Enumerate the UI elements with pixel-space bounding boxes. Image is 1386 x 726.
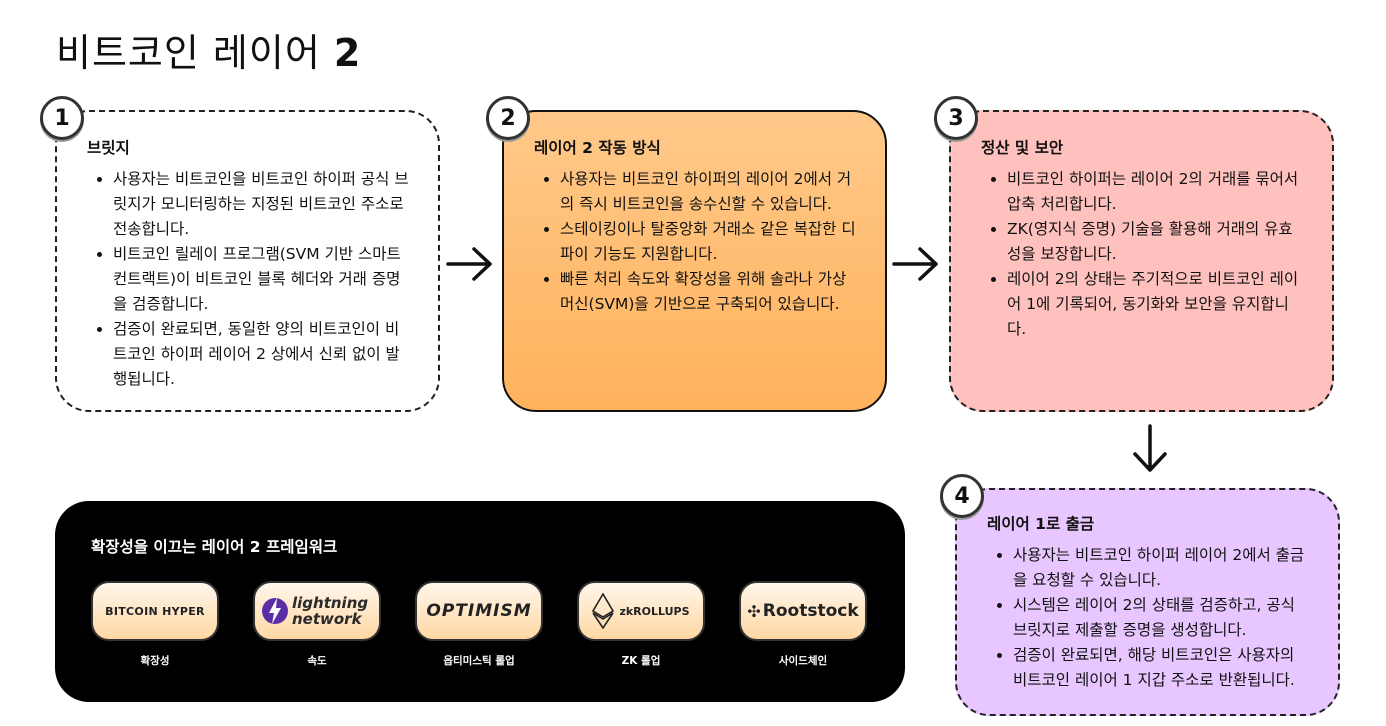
- list-item: 검증이 완료되면, 해당 비트코인은 사용자의 비트코인 레이어 1 지갑 주소…: [1013, 643, 1312, 693]
- rootstock-icon: ✣: [747, 601, 761, 621]
- list-item: 시스템은 레이어 2의 상태를 검증하고, 공식 브릿지로 제출할 증명을 생성…: [1013, 593, 1312, 643]
- frameworks-panel: 확장성을 이끄는 레이어 2 프레임워크 BITCOIN HYPER 확장성 l…: [55, 501, 905, 702]
- framework-label: 사이드체인: [778, 655, 828, 667]
- list-item: 레이어 2의 상태는 주기적으로 비트코인 레이어 1에 기록되어, 동기화와 …: [1007, 267, 1306, 342]
- step-number-badge: 3: [934, 96, 978, 140]
- list-item: 사용자는 비트코인 하이퍼 레이어 2에서 출금을 요청할 수 있습니다.: [1013, 543, 1312, 593]
- step-number-badge: 4: [940, 474, 984, 518]
- framework-label: ZK 롤업: [621, 655, 661, 667]
- lightning-network-logo: lightning network: [253, 581, 381, 641]
- optimism-logo: OPTIMISM: [415, 581, 543, 641]
- step-number-badge: 1: [40, 96, 84, 140]
- bitcoin-hyper-logo: BITCOIN HYPER: [91, 581, 219, 641]
- arrow-down-icon: [1133, 424, 1167, 472]
- step-heading: 레이어 1로 출금: [987, 515, 1095, 533]
- step-card-settlement: 정산 및 보안 비트코인 하이퍼는 레이어 2의 거래를 묶어서 압축 처리합니…: [949, 110, 1334, 412]
- page-title: 비트코인 레이어 2: [56, 31, 362, 75]
- list-item: 빠른 처리 속도와 확장성을 위해 솔라나 가상머신(SVM)을 기반으로 구축…: [560, 267, 859, 317]
- lightning-icon: [262, 598, 288, 624]
- zkrollups-logo: zkROLLUPS: [577, 581, 705, 641]
- list-item: 검증이 완료되면, 동일한 양의 비트코인이 비트코인 하이퍼 레이어 2 상에…: [113, 317, 412, 392]
- frameworks-title: 확장성을 이끄는 레이어 2 프레임워크: [91, 538, 338, 556]
- arrow-right-icon: [892, 247, 938, 281]
- step-heading: 레이어 2 작동 방식: [534, 139, 661, 157]
- step-card-withdraw: 레이어 1로 출금 사용자는 비트코인 하이퍼 레이어 2에서 출금을 요청할 …: [955, 488, 1340, 716]
- framework-label: 속도: [307, 655, 327, 667]
- list-item: 사용자는 비트코인 하이퍼의 레이어 2에서 거의 즉시 비트코인을 송수신할 …: [560, 167, 859, 217]
- step-heading: 정산 및 보안: [981, 139, 1064, 157]
- list-item: ZK(영지식 증명) 기술을 활용해 거래의 유효성을 보장합니다.: [1007, 217, 1306, 267]
- step-card-layer2: 레이어 2 작동 방식 사용자는 비트코인 하이퍼의 레이어 2에서 거의 즉시…: [502, 110, 887, 412]
- framework-label: 확장성: [140, 655, 170, 667]
- step-number-badge: 2: [486, 96, 530, 140]
- step-heading: 브릿지: [87, 139, 130, 157]
- arrow-right-icon: [446, 247, 492, 281]
- step-card-bridge: 브릿지 사용자는 비트코인을 비트코인 하이퍼 공식 브릿지가 모니터링하는 지…: [55, 110, 440, 412]
- list-item: 비트코인 하이퍼는 레이어 2의 거래를 묶어서 압축 처리합니다.: [1007, 167, 1306, 217]
- list-item: 비트코인 릴레이 프로그램(SVM 기반 스마트 컨트랙트)이 비트코인 블록 …: [113, 242, 412, 317]
- list-item: 사용자는 비트코인을 비트코인 하이퍼 공식 브릿지가 모니터링하는 지정된 비…: [113, 167, 412, 242]
- list-item: 스테이킹이나 탈중앙화 거래소 같은 복잡한 디파이 기능도 지원합니다.: [560, 217, 859, 267]
- rootstock-logo: ✣ Rootstock: [739, 581, 867, 641]
- framework-label: 옵티미스틱 롤업: [443, 655, 515, 667]
- ethereum-icon: [592, 593, 615, 629]
